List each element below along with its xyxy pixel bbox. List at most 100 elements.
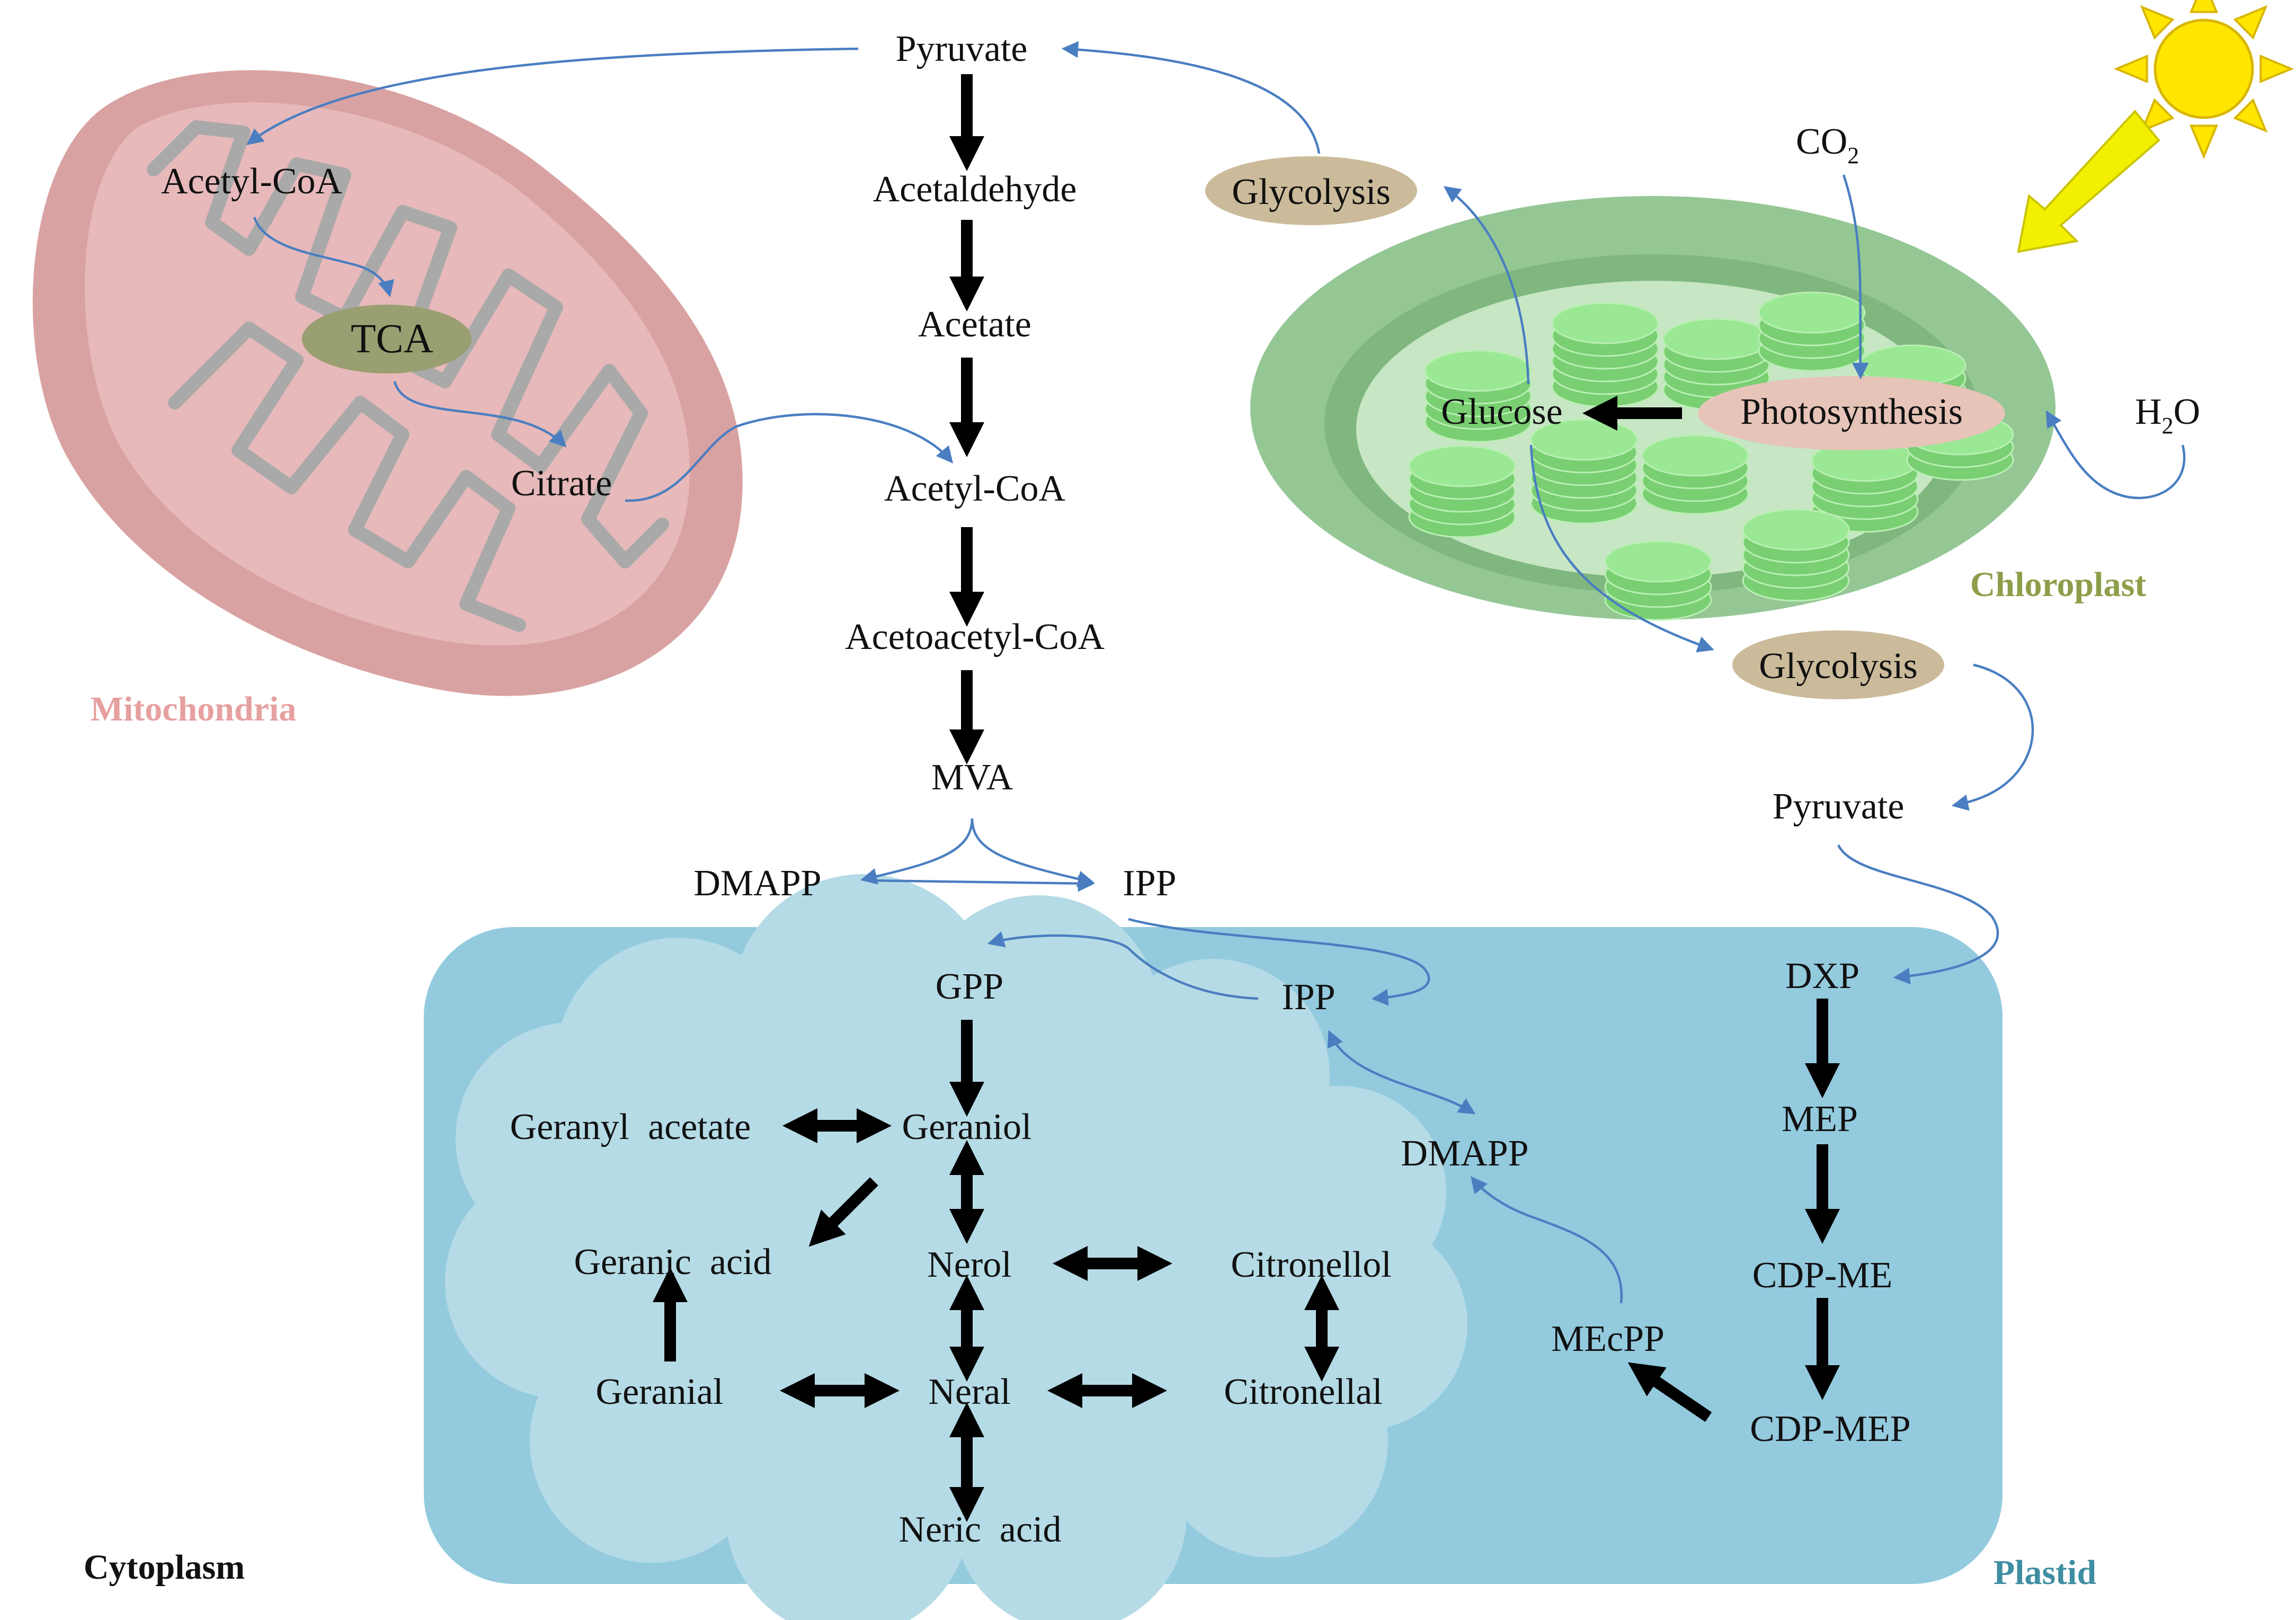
arrow-ipp-gpp <box>987 931 1259 1000</box>
granum-stack <box>1758 291 1866 372</box>
thin-arrows <box>246 41 2186 1304</box>
label-cdp-mep: CDP-MEP <box>1750 1409 1910 1449</box>
label-mva: MVA <box>931 757 1013 798</box>
sun-ray <box>2113 54 2148 84</box>
plastid-region <box>424 874 2003 1620</box>
arrow-glucose-glycolysis-top <box>1443 186 1530 385</box>
label-geraniol: Geraniol <box>902 1107 1032 1147</box>
thylakoid-disc <box>1641 434 1749 477</box>
labels: Pyruvate Acetaldehyde Acetate Acetyl-CoA… <box>84 29 2200 1592</box>
label-acetoacetyl-coa: Acetoacetyl-CoA <box>845 617 1105 657</box>
label-geranic-acid: Geranic acid <box>574 1242 771 1283</box>
sunlight-arrow <box>2017 109 2160 253</box>
sun-ray <box>2233 5 2268 40</box>
granum-stack <box>1604 540 1712 621</box>
glycolysis-bottom-oval <box>1732 630 1944 699</box>
label-glycolysis-top: Glycolysis <box>1232 172 1390 212</box>
granum-stack <box>1530 419 1638 524</box>
label-h2o: H2O <box>2135 391 2200 439</box>
label-dmapp-plastid: DMAPP <box>1401 1133 1528 1174</box>
label-pyruvate: Pyruvate <box>896 29 1028 69</box>
sun-icon <box>2113 0 2294 159</box>
granum-stack <box>1424 350 1532 443</box>
h2o-o: O <box>2174 391 2201 432</box>
sun-ray <box>2140 98 2175 133</box>
arrow-mecpp-dmapp <box>1471 1176 1623 1304</box>
label-acetate: Acetate <box>918 304 1031 345</box>
region-chloroplast: Chloroplast <box>1970 565 2147 604</box>
sun-ray <box>2189 0 2219 13</box>
label-pyruvate-right: Pyruvate <box>1773 786 1905 827</box>
arrow-cdpmep-mecpp <box>1627 1362 1712 1422</box>
label-glucose: Glucose <box>1441 391 1562 432</box>
region-mitochondria: Mitochondria <box>91 690 297 728</box>
thylakoid-disc <box>1551 302 1659 344</box>
arrow-mva-ipp <box>971 818 1095 887</box>
label-neral: Neral <box>928 1372 1010 1412</box>
arrow-acetylcoa-tca <box>253 217 395 298</box>
label-citronellal: Citronellal <box>1224 1372 1382 1412</box>
photosynthesis-oval <box>1698 376 2005 450</box>
arrow-citrate-acetylcoa <box>625 413 954 502</box>
label-glycolysis-bottom: Glycolysis <box>1759 646 1917 687</box>
label-ipp-cytosol: IPP <box>1123 863 1176 904</box>
label-cdp-me: CDP-ME <box>1752 1255 1892 1296</box>
thylakoid-disc <box>1662 318 1770 360</box>
label-nerol: Nerol <box>927 1244 1011 1285</box>
arrow-glycolysis-pyruvate <box>1061 41 1321 154</box>
label-ipp-plastid: IPP <box>1282 977 1335 1018</box>
label-tca: TCA <box>351 315 433 361</box>
label-citronellol: Citronellol <box>1231 1244 1391 1285</box>
granum-stack <box>1811 440 1919 533</box>
region-cytoplasm: Cytoplasm <box>84 1548 245 1587</box>
granum-stack <box>1408 445 1516 538</box>
arrow-cytosol-ipp-plastid <box>1128 918 1430 1006</box>
h2o-subscript: 2 <box>2162 413 2174 439</box>
arrow-pyruvate-dxp <box>1837 844 1999 985</box>
arrow-dmapp-ipp <box>868 875 1095 892</box>
mitochondria <box>32 70 743 696</box>
label-photosynthesis: Photosynthesis <box>1740 391 1963 432</box>
arrow-tca-citrate <box>393 381 567 448</box>
label-geranial: Geranial <box>596 1372 724 1412</box>
thylakoid-disc <box>1604 540 1712 583</box>
arrow-glycolysis-pyruvate-right <box>1951 663 2034 811</box>
co2-text: CO <box>1796 121 1847 162</box>
label-mecpp: MEcPP <box>1551 1319 1665 1359</box>
sun-ray <box>2189 124 2219 159</box>
glycolysis-top-oval <box>1205 156 1417 225</box>
sun-ray <box>2233 98 2268 133</box>
h2o-h: H <box>2135 391 2162 432</box>
arrow-glucose-glycolysis-bottom <box>1529 444 1714 653</box>
arrow-pyruvate-mito-acetylcoa <box>246 47 859 145</box>
thylakoid-disc <box>1758 291 1866 334</box>
region-plastid: Plastid <box>1994 1553 2096 1592</box>
label-co2: CO2 <box>1796 121 1859 168</box>
arrow-mva-dmapp <box>860 818 974 885</box>
sun-ray <box>2259 54 2294 84</box>
terpenoid-cloud <box>445 874 1467 1620</box>
label-mito-acetyl-coa: Acetyl-CoA <box>161 161 343 202</box>
thick-arrows <box>653 74 1840 1522</box>
granum-stack <box>1551 302 1659 408</box>
thylakoid-disc <box>1742 509 1850 551</box>
label-citrate: Citrate <box>511 463 612 504</box>
arrow-h2o-photosynthesis <box>2045 410 2186 500</box>
granum-stack <box>1742 509 1850 602</box>
sun-ray <box>2140 5 2175 40</box>
label-neric-acid: Neric acid <box>898 1509 1061 1550</box>
thylakoid-disc <box>1408 445 1516 487</box>
label-geranyl-acetate: Geranyl acetate <box>510 1107 751 1147</box>
thylakoid-disc <box>1424 350 1532 392</box>
arrow-ipp-dmapp <box>1327 1030 1476 1115</box>
granum-stack <box>1641 434 1749 515</box>
arrow-co2-photosynthesis <box>1842 174 1869 380</box>
label-acetaldehyde: Acetaldehyde <box>873 169 1077 210</box>
label-mep: MEP <box>1782 1099 1858 1140</box>
cristae <box>147 120 669 632</box>
granum-stack <box>1662 318 1770 411</box>
thylakoid-stacks <box>1408 291 2014 621</box>
tca-oval <box>302 305 471 373</box>
label-dmapp-cytosol: DMAPP <box>693 863 821 904</box>
